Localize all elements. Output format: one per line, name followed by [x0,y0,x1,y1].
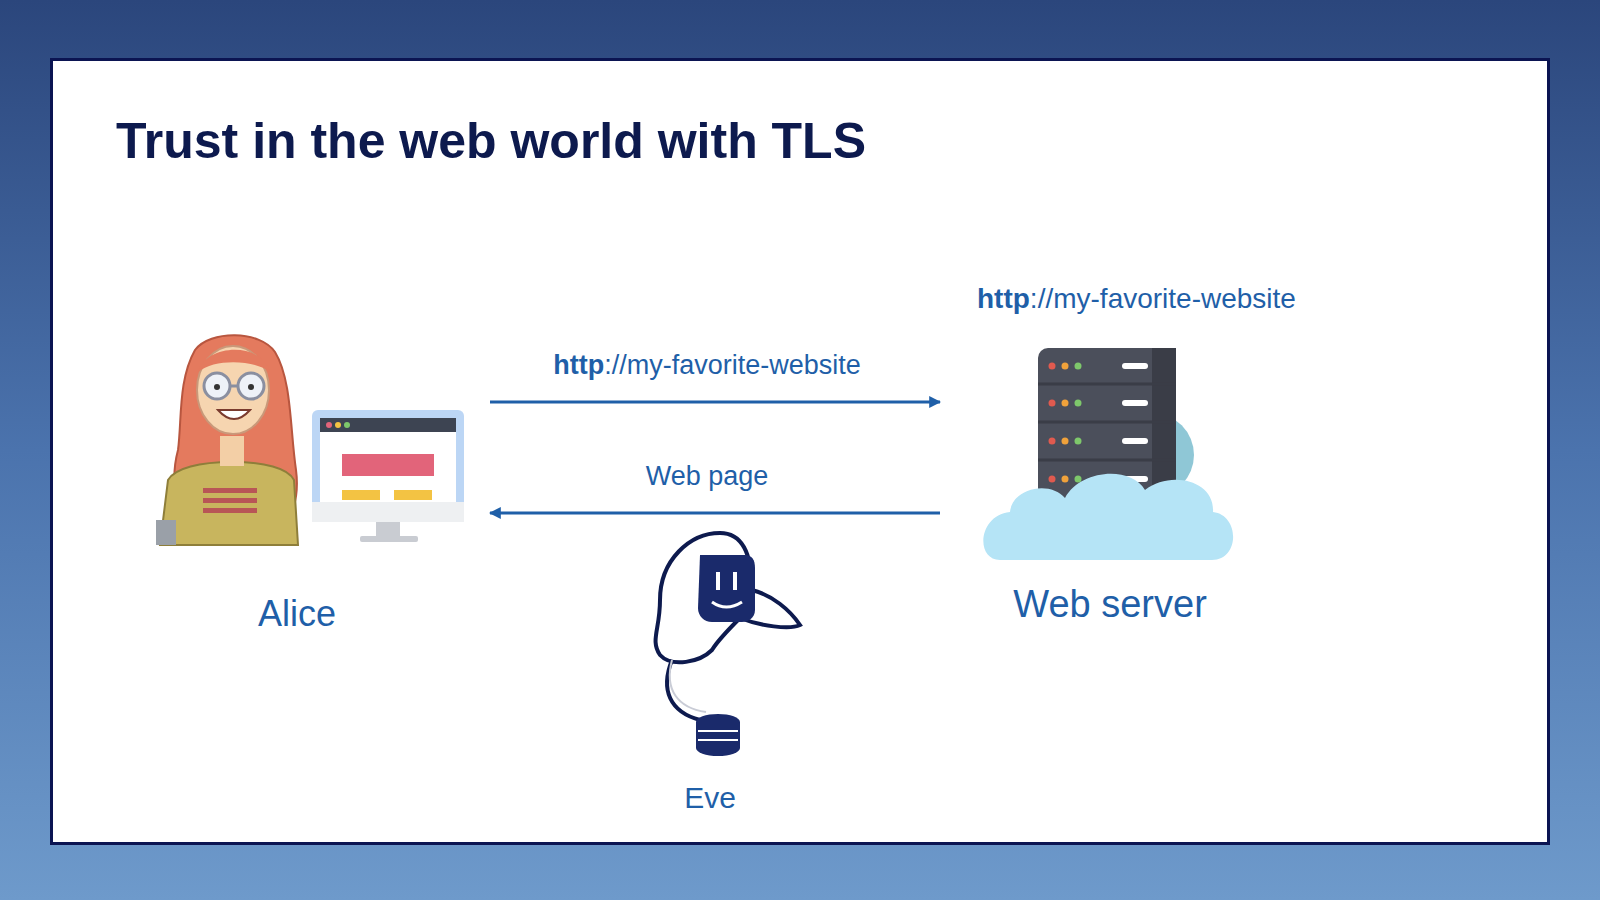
server-cloud [983,348,1233,560]
server-label: Web server [1013,582,1207,628]
actor-label: Alice [258,592,336,635]
message-arrow [490,512,940,515]
alice-figure [156,335,298,545]
actor-node: Alice [150,330,490,639]
url-label: http://my-favorite-website [977,282,1296,316]
actor-node: Eve [630,520,790,820]
computer-monitor [312,410,464,542]
edge-label: Web page [642,461,773,492]
eve-ghost [656,533,800,756]
server-node: http://my-favorite-websiteWeb server [940,282,1320,632]
slide-title: Trust in the web world with TLS [116,112,866,170]
actor-label: Eve [684,780,736,816]
message-arrow [490,401,940,404]
edge-label: http://my-favorite-website [549,350,865,381]
